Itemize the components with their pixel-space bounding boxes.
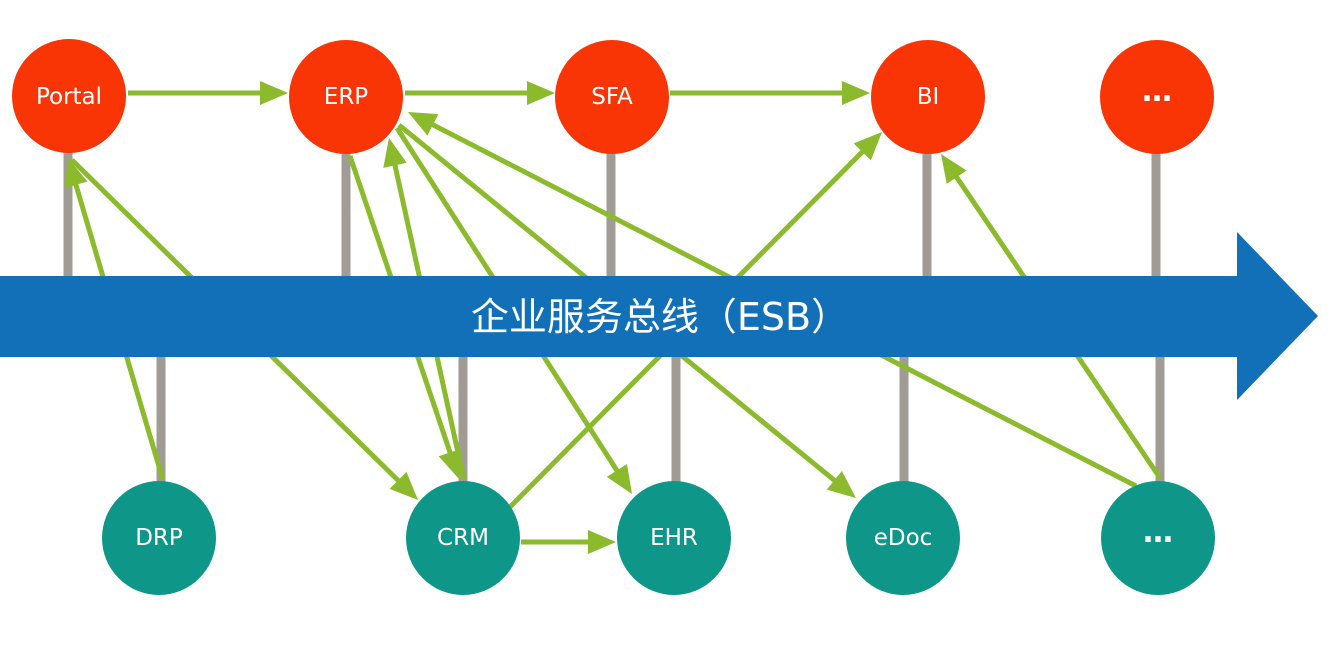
bus-connectors — [63, 150, 1165, 486]
node-crm-circle — [406, 481, 520, 595]
arrow-crm-to-ehr-head — [588, 530, 616, 554]
arrow-crm-to-bi-head — [853, 132, 882, 161]
arrow-drp-to-portal-head — [64, 158, 88, 189]
node-ehr: EHR — [617, 481, 731, 595]
esb-bus-label: 企业服务总线（ESB） — [471, 295, 849, 339]
node-erp-label: ERP — [324, 84, 369, 110]
arrow-portal-to-crm-head — [389, 471, 418, 500]
node-ehr-circle — [617, 481, 731, 595]
arrow-erp-to-crm-head — [438, 448, 462, 479]
node-drp-circle — [102, 481, 216, 595]
node-crm: CRM — [406, 481, 520, 595]
node-drp: DRP — [102, 481, 216, 595]
node-more-top: … — [1100, 40, 1214, 154]
node-sfa-label: SFA — [591, 84, 633, 110]
arrow-crm-to-erp-head — [383, 138, 407, 168]
node-more-top-label: … — [1142, 74, 1172, 109]
node-drp-label: DRP — [135, 525, 183, 551]
node-crm-label: CRM — [437, 525, 489, 551]
node-edoc-circle — [846, 481, 960, 595]
node-more-bottom-circle — [1101, 481, 1215, 595]
node-erp-circle — [289, 40, 403, 154]
node-sfa: SFA — [555, 40, 669, 154]
arrow-erp-to-ehr-head — [606, 463, 632, 494]
node-bi-circle — [871, 40, 985, 154]
esb-bus-arrow — [0, 232, 1318, 400]
node-bi-label: BI — [917, 84, 940, 110]
arrow-crm-to-ehr — [521, 530, 616, 554]
node-bi: BI — [871, 40, 985, 154]
node-portal: Portal — [12, 39, 126, 153]
node-more-bottom-label: … — [1143, 515, 1173, 550]
arrow-more-bottom-to-erp-head — [408, 112, 439, 136]
arrow-erp-to-edoc-head — [826, 470, 856, 498]
node-edoc-label: eDoc — [874, 525, 933, 551]
arrow-sfa-to-bi — [670, 81, 870, 105]
arrow-more-bottom-to-bi-head — [941, 154, 967, 184]
arrow-portal-to-erp — [128, 81, 288, 105]
arrow-sfa-to-bi-head — [842, 81, 870, 105]
node-more-bottom: … — [1101, 481, 1215, 595]
node-more-top-circle — [1100, 40, 1214, 154]
node-portal-label: Portal — [36, 84, 102, 110]
arrow-erp-to-sfa-head — [527, 81, 555, 105]
arrow-portal-to-erp-head — [260, 81, 288, 105]
node-portal-circle — [12, 39, 126, 153]
node-ehr-label: EHR — [650, 525, 698, 551]
arrow-erp-to-sfa — [405, 81, 555, 105]
node-edoc: eDoc — [846, 481, 960, 595]
esb-bus: 企业服务总线（ESB） — [0, 232, 1318, 400]
node-sfa-circle — [555, 40, 669, 154]
node-erp: ERP — [289, 40, 403, 154]
